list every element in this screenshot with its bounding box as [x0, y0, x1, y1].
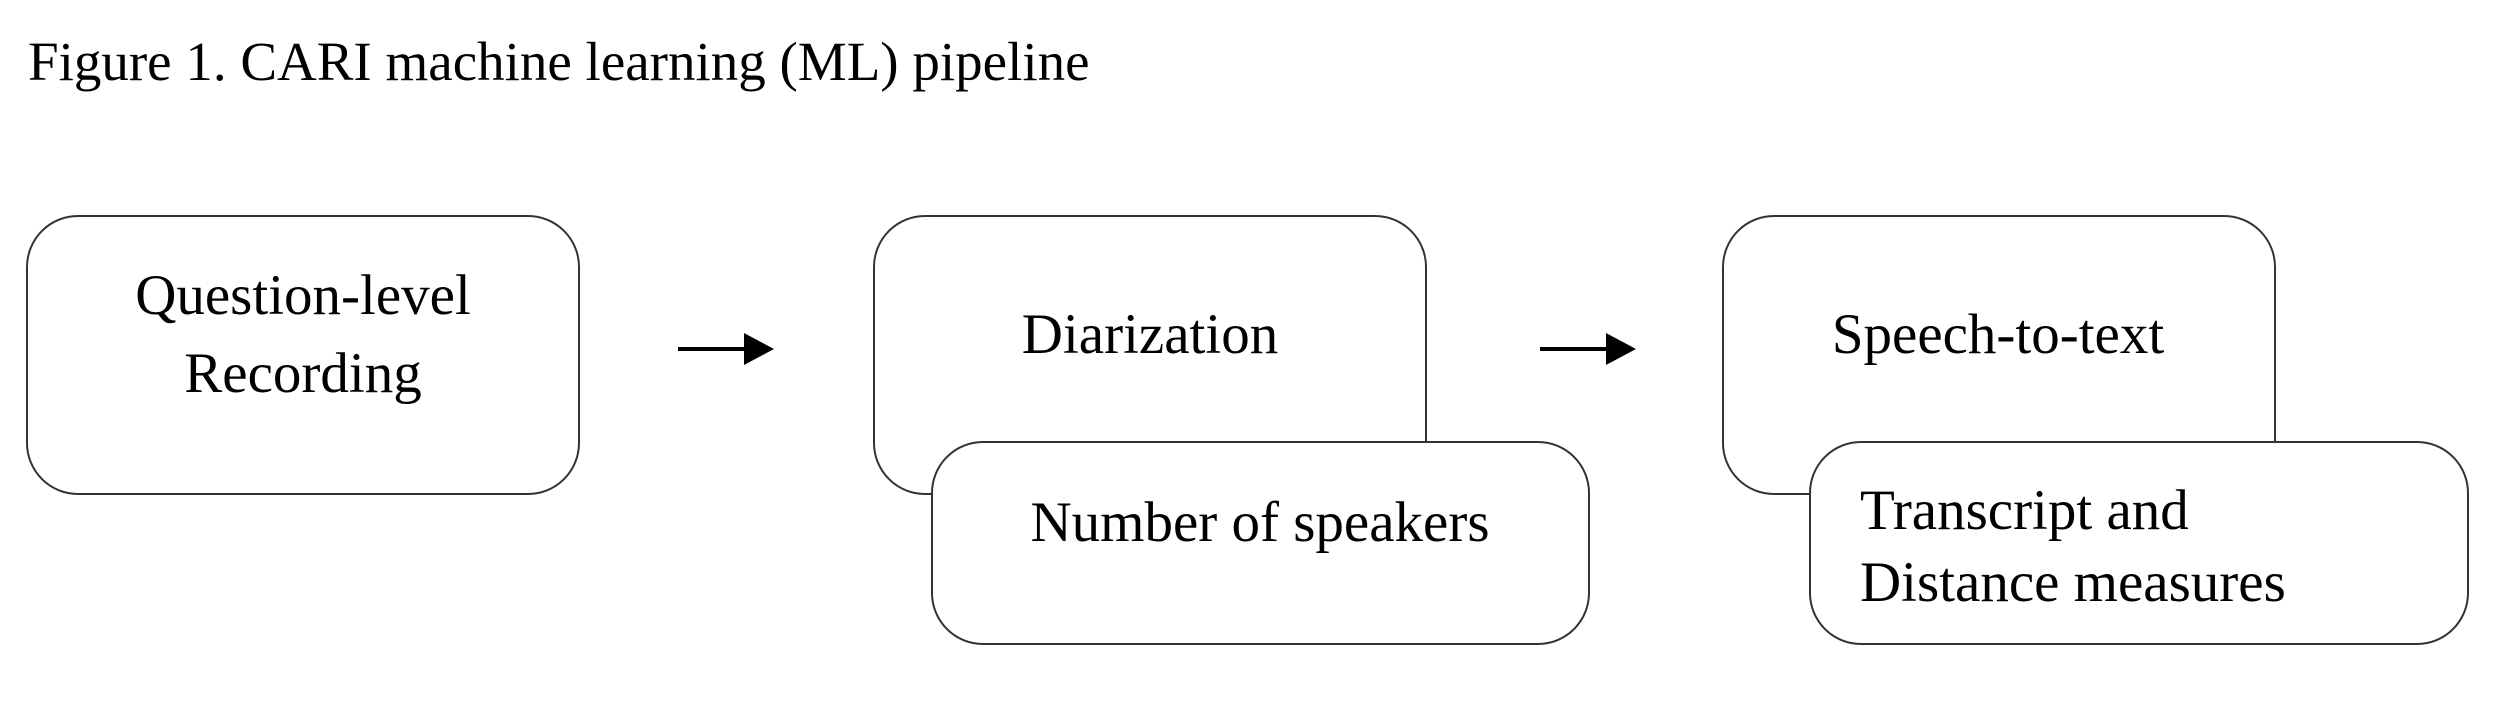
output-number-of-speakers [931, 441, 1590, 645]
step-1-line-1: Question-level [135, 264, 471, 327]
output-transcript-distance [1809, 441, 2469, 645]
arrow-right-icon [678, 333, 774, 365]
step-3-label: Speech-to-text [1831, 303, 2165, 366]
output-3-line-2: Distance measures [1860, 551, 2286, 614]
arrow-right-icon [1540, 333, 1636, 365]
step-2-label: Diarization [1021, 303, 1279, 366]
step-1-line-2: Recording [184, 342, 422, 405]
figure-title: Figure 1. CARI machine learning (ML) pip… [28, 31, 1090, 92]
output-3-line-1: Transcript and [1860, 479, 2189, 542]
step-question-level-recording [26, 215, 580, 495]
output-2-label: Number of speakers [1030, 491, 1490, 554]
